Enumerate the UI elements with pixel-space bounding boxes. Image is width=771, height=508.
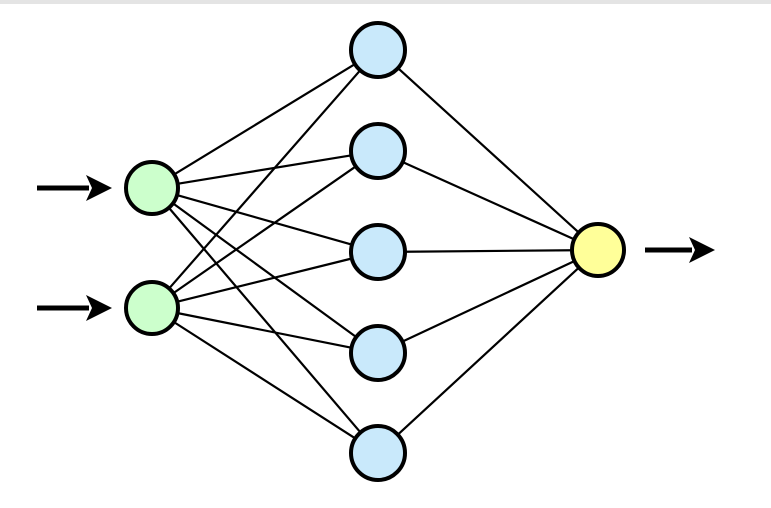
hidden-node-3[interactable] [349, 223, 407, 281]
input-arrow-1-head [86, 175, 112, 201]
io-arrow-group [37, 175, 715, 321]
hidden-layer [349, 21, 407, 482]
edge-group [167, 62, 581, 441]
connection-edge [172, 62, 357, 177]
input-arrow-2-head [86, 295, 112, 321]
output-layer [570, 222, 626, 278]
connection-edge [396, 66, 581, 235]
input-node-1[interactable] [124, 160, 180, 216]
connection-edge [400, 160, 577, 241]
connection-edge [175, 257, 354, 304]
input-arrow-2 [37, 295, 112, 321]
connection-edge [167, 205, 363, 435]
connection-edge [400, 259, 577, 344]
connection-edge [171, 320, 358, 441]
connection-edge [396, 265, 581, 437]
output-node-1[interactable] [570, 222, 626, 278]
input-arrow-1 [37, 175, 112, 201]
hidden-node-2[interactable] [349, 122, 407, 180]
connection-edge [175, 154, 354, 186]
output-arrow-1 [645, 237, 715, 263]
connection-edge [174, 193, 355, 247]
input-layer [124, 160, 180, 336]
top-edge-band [0, 0, 771, 4]
connection-edge [175, 311, 354, 350]
input-node-2[interactable] [124, 280, 180, 336]
hidden-node-4[interactable] [349, 324, 407, 382]
connection-edge [167, 68, 362, 291]
hidden-node-5[interactable] [349, 424, 407, 482]
output-arrow-1-head [689, 237, 715, 263]
connection-edge [171, 201, 359, 339]
connection-edge [171, 164, 358, 295]
connection-edge [402, 249, 575, 253]
hidden-node-1[interactable] [349, 21, 407, 79]
